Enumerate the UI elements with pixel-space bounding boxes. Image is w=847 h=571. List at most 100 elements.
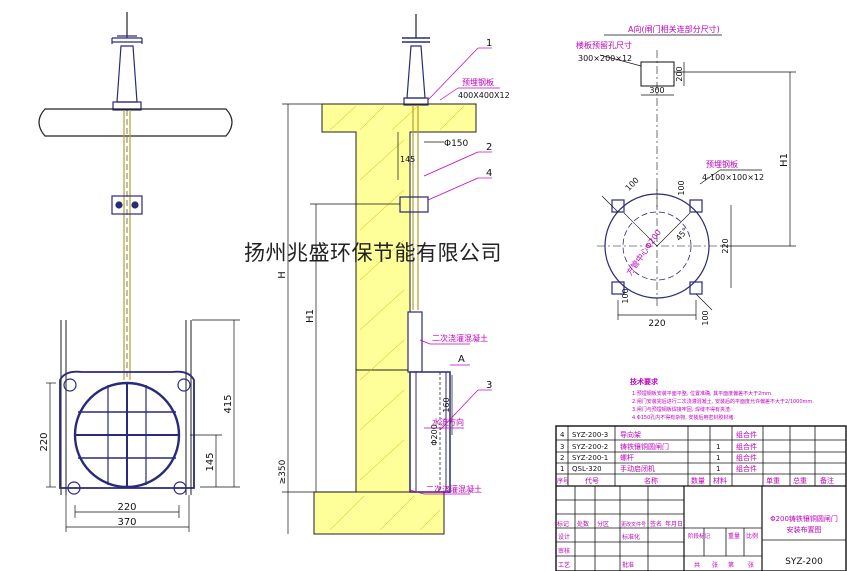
dim-H1: H1 (305, 309, 316, 323)
dim-d200: Φ200 (430, 424, 439, 446)
callout-4: 4 (486, 168, 492, 179)
tb-label-sign: 签名 (650, 520, 662, 528)
view-a-dim-200: 200 (675, 66, 684, 81)
tb-row-approve: 批准 (622, 561, 634, 569)
front-view (38, 12, 233, 495)
header-code: 代号 (585, 476, 599, 485)
view-a-dim-100-a: 100 (624, 176, 641, 193)
view-a-angle: 45° (674, 226, 690, 243)
dim-160: 160 (442, 397, 451, 412)
part-row-4-no: 1 (560, 465, 564, 473)
notes-line-3: 3.闸门与预埋钢板焊接牢固, 焊缝不得有夹渣. (632, 406, 732, 413)
tb-sheet-no: 第 (728, 561, 734, 569)
tb-label-mark: 标记 (557, 520, 569, 528)
tb-sheets-unit-2: 张 (748, 561, 754, 569)
header-qty: 数量 (691, 476, 705, 485)
part-row-2-code: SYZ-200-2 (572, 443, 608, 451)
part-row-3-name: 螺杆 (620, 453, 634, 462)
part-row-3-no: 2 (560, 454, 564, 462)
tb-row-standard: 标准化 (622, 533, 640, 541)
part-row-1-note: 组合件 (736, 430, 757, 439)
part-row-2-note: 组合件 (736, 442, 757, 451)
view-a-dim-100-c: 100 (621, 288, 630, 303)
tb-row-process: 工艺 (558, 561, 570, 569)
front-dim-220-horizontal: 220 (117, 502, 136, 513)
view-a-plate-label: 预埋钢板 (706, 159, 738, 169)
tb-label-change-doc: 更改文件号 (621, 521, 646, 528)
dim-145: 145 (400, 155, 415, 164)
title-block: 标记 处数 分区 更改文件号 签名 年月日 设计 标准化 审核 工艺 批准 阶段… (557, 514, 838, 569)
part-row-3-qty: 1 (716, 454, 720, 462)
hole-d150: Φ150 (444, 139, 469, 149)
plate-size: 400X400X12 (458, 91, 510, 100)
section-view-dimensions (282, 103, 453, 534)
tb-label-zone: 分区 (597, 520, 609, 528)
technical-notes: 技术要求 1.预埋钢板安装平面平整, 位置准确, 其平面度偏差不大于2mm. 2… (630, 377, 814, 421)
tb-weight: 重量 (728, 532, 740, 540)
grout-bottom-label: 二次浇灌混凝土 (426, 484, 482, 494)
callout-2: 2 (486, 142, 492, 153)
hole-label: 楼板预留孔尺寸 (576, 40, 632, 50)
view-a-dim-100-b: 100 (677, 180, 686, 195)
view-a-H1: H1 (779, 153, 790, 167)
view-a-title: A向(闸门相关连部分尺寸) (628, 24, 720, 34)
tb-stage-mark: 阶段标记 (688, 532, 711, 540)
front-dim-370: 370 (117, 517, 136, 528)
notes-line-4: 4.Φ150孔内不得有杂物, 安装后用密封胶封堵. (632, 414, 735, 421)
grout-top-label: 二次浇灌混凝土 (432, 333, 488, 343)
callout-A: A (458, 354, 465, 365)
part-row-2-no: 3 (560, 443, 564, 451)
part-row-4-qty: 1 (716, 465, 720, 473)
part-row-3-note: 组合件 (736, 453, 757, 462)
callout-3: 3 (486, 380, 492, 391)
notes-title: 技术要求 (630, 377, 659, 386)
view-a-dim-100-d: 100 (701, 310, 710, 325)
dim-ge350: ≥350 (278, 459, 288, 484)
part-row-1-no: 4 (560, 431, 565, 439)
front-dim-415: 415 (223, 394, 234, 413)
part-row-1-name: 导向架 (620, 430, 641, 439)
part-row-2-name: 铸铁镶铜圆闸门 (620, 442, 669, 451)
notes-line-1: 1.预埋钢板安装平面平整, 位置准确, 其平面度偏差不大于2mm. (632, 390, 773, 397)
parts-list-header: 序号 代号 名称 数量 材料 单重 总重 备注 (557, 476, 834, 485)
company-watermark: 扬州兆盛环保节能有限公司 (244, 241, 502, 265)
tb-label-count: 处数 (577, 520, 589, 528)
part-row-2-qty: 1 (716, 443, 720, 451)
drawing-number: SYZ-200 (785, 557, 823, 567)
callout-1: 1 (486, 38, 492, 49)
header-name: 名称 (644, 476, 658, 485)
drawing-subtitle: 安装布置图 (787, 525, 822, 534)
tb-sheets-total: 共 (694, 561, 700, 569)
part-row-4-note: 组合件 (736, 464, 757, 473)
header-total-weight: 总重 (793, 476, 807, 485)
part-row-3-code: SYZ-200-1 (572, 454, 608, 462)
plate-label: 预埋钢板 (462, 77, 494, 87)
dim-H: H (277, 271, 288, 279)
notes-line-2: 2.闸门安装完后进行二次浇灌混凝土, 安装后的平面度允许偏差不大于2/1000m… (632, 398, 814, 405)
parts-list-grid (555, 425, 847, 571)
tb-sheets-unit-1: 张 (712, 561, 718, 569)
front-dim-220-vertical: 220 (39, 432, 50, 451)
tb-scale: 比例 (746, 532, 758, 540)
tb-row-design: 设计 (558, 533, 570, 541)
front-view-dimensions (46, 319, 240, 532)
tb-label-date: 年月日 (665, 520, 683, 528)
section-view (313, 14, 477, 535)
hole-size: 300×200×12 (578, 54, 632, 63)
drawing-title: Φ200铸铁镶铜圆闸门 (770, 514, 838, 523)
view-a-dim-300: 300 (649, 86, 664, 95)
view-a-plate-size: 4-100×100×12 (702, 173, 764, 182)
view-a-dim-220-horizontal: 220 (648, 319, 665, 329)
header-material: 材料 (713, 476, 727, 485)
part-row-1-code: SYZ-200-3 (572, 431, 608, 439)
flow-direction-label: 水流方向 (432, 417, 464, 427)
view-a-dim-220-vertical: 220 (721, 238, 730, 253)
front-dim-145: 145 (205, 452, 216, 471)
view-a-dimensions (599, 54, 796, 320)
parts-list-rows: 4 SYZ-200-3 导向架 组合件 3 SYZ-200-2 铸铁镶铜圆闸门 … (560, 430, 757, 473)
section-callouts (409, 47, 500, 495)
header-unit-weight: 单重 (766, 476, 780, 485)
header-no: 序号 (557, 477, 569, 485)
